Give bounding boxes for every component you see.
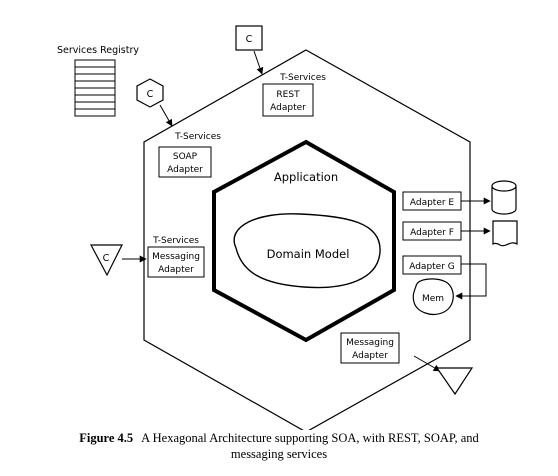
inner-hexagon bbox=[212, 139, 396, 343]
adapter-g-label: Adapter G bbox=[409, 262, 455, 272]
application-title: Application bbox=[274, 170, 338, 184]
figure-caption: Figure 4.5 A Hexagonal Architecture suppo… bbox=[0, 431, 558, 446]
client-hexagon-icon: C bbox=[136, 78, 164, 108]
adapter-e-label: Adapter E bbox=[410, 198, 455, 208]
client-square-icon: C bbox=[235, 25, 263, 51]
messaging-in-adapter-line1: Messaging bbox=[152, 252, 200, 262]
messaging-out-arrow bbox=[413, 355, 441, 372]
adapter-g-arrow bbox=[455, 263, 487, 300]
soap-section-label: T-Services bbox=[174, 132, 221, 142]
registry-label: Services Registry bbox=[57, 45, 139, 56]
svg-text:C: C bbox=[246, 34, 253, 45]
figure-number: Figure 4.5 bbox=[79, 431, 134, 445]
svg-text:C: C bbox=[147, 89, 154, 100]
client-triangle-icon: C bbox=[90, 244, 123, 277]
mem-shape bbox=[412, 278, 454, 315]
adapter-f-label: Adapter F bbox=[410, 228, 454, 238]
rest-adapter-box bbox=[262, 83, 314, 117]
domain-model-label: Domain Model bbox=[267, 247, 350, 261]
client-hexagon-arrow bbox=[159, 104, 173, 127]
caption-line2: messaging services bbox=[230, 447, 328, 461]
domain-model-shape bbox=[233, 213, 381, 289]
rest-adapter-line2: Adapter bbox=[270, 103, 306, 113]
soap-adapter-line2: Adapter bbox=[167, 165, 203, 175]
rest-adapter-line1: REST bbox=[276, 90, 300, 100]
document-icon bbox=[492, 220, 518, 247]
architecture-diagram: Services Registry C C C T-Services REST … bbox=[57, 25, 518, 433]
adapter-g-box bbox=[402, 255, 462, 275]
caption-line1: A Hexagonal Architecture supporting SOA,… bbox=[141, 431, 479, 445]
outgoing-triangle-icon bbox=[435, 367, 474, 396]
messaging-section-label: T-Services bbox=[152, 236, 199, 246]
soap-adapter-box bbox=[158, 146, 212, 178]
svg-text:C: C bbox=[103, 253, 110, 264]
soap-adapter-line1: SOAP bbox=[173, 152, 198, 162]
mem-label: Mem bbox=[422, 294, 444, 304]
rest-section-label: T-Services bbox=[279, 73, 326, 83]
registry-icon bbox=[74, 59, 116, 117]
messaging-out-adapter-line1: Messaging bbox=[346, 338, 394, 348]
messaging-in-adapter-line2: Adapter bbox=[158, 265, 194, 275]
database-icon bbox=[491, 180, 517, 215]
messaging-in-adapter-box bbox=[147, 246, 205, 278]
figure-caption-line2: messaging services bbox=[0, 447, 558, 462]
client-square-arrow bbox=[253, 50, 264, 75]
messaging-out-adapter-line2: Adapter bbox=[352, 351, 388, 361]
messaging-out-adapter-box bbox=[340, 332, 400, 364]
